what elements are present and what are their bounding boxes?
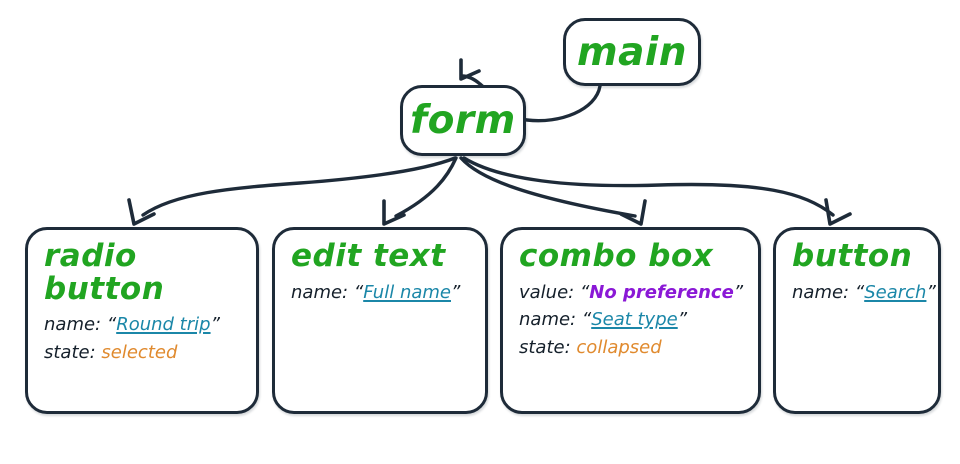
edge-form-to-radio-button — [141, 156, 457, 217]
prop-close-quote: ” — [210, 314, 220, 336]
prop-key: name: — [519, 309, 577, 331]
prop-key: state: — [44, 341, 96, 363]
node-button-title: button — [792, 238, 913, 274]
prop-value: Search — [864, 281, 927, 303]
arrowhead-form-to-button — [824, 198, 852, 226]
prop-key: name: — [291, 281, 349, 303]
node-radio-button-prop-name: name: “Round trip” — [44, 311, 242, 339]
node-edit-text-title: edit text — [291, 238, 446, 274]
prop-value: Full name — [363, 281, 451, 303]
node-combo-box-prop-state: state: collapsed — [519, 334, 744, 362]
node-radio-button-prop-state: state: selected — [44, 339, 242, 367]
prop-open-quote: “ — [106, 314, 117, 336]
prop-key: state: — [519, 337, 571, 359]
edge-form-to-combo-box — [459, 156, 637, 218]
prop-key: name: — [44, 314, 102, 336]
arrowhead-form-to-edit-text — [382, 199, 406, 226]
node-combo-box[interactable]: combo box value: “No preference” name: “… — [500, 227, 761, 414]
arrowhead-form-to-radio-button — [127, 198, 156, 226]
arrowhead-form-to-combo-box — [619, 199, 647, 226]
node-button[interactable]: button name: “Search” — [773, 227, 941, 414]
node-combo-box-prop-name: name: “Seat type” — [519, 306, 744, 334]
prop-open-quote: “ — [854, 281, 865, 303]
node-combo-box-prop-value: value: “No preference” — [519, 279, 744, 307]
prop-open-quote: “ — [353, 281, 364, 303]
node-main-label: main — [576, 29, 688, 75]
edge-form-to-button — [462, 156, 835, 217]
node-form-label: form — [410, 98, 516, 143]
prop-key: value: — [519, 281, 575, 303]
prop-open-quote: “ — [579, 281, 590, 303]
prop-open-quote: “ — [581, 309, 592, 331]
prop-value: collapsed — [576, 337, 662, 359]
edge-form-to-edit-text — [394, 156, 458, 218]
prop-close-quote: ” — [926, 281, 936, 303]
node-radio-button[interactable]: radio button name: “Round trip” state: s… — [25, 227, 259, 414]
node-main[interactable]: main — [563, 18, 701, 86]
prop-close-quote: ” — [451, 281, 461, 303]
prop-value: No preference — [589, 281, 734, 303]
node-button-prop-name: name: “Search” — [792, 279, 936, 307]
node-form[interactable]: form — [400, 85, 526, 156]
prop-value: selected — [101, 341, 178, 363]
node-edit-text[interactable]: edit text name: “Full name” — [272, 227, 488, 414]
prop-key: name: — [792, 281, 850, 303]
node-combo-box-title: combo box — [519, 238, 714, 274]
prop-value: Seat type — [591, 309, 678, 331]
prop-close-quote: ” — [677, 309, 688, 331]
prop-value: Round trip — [116, 314, 211, 336]
node-edit-text-prop-name: name: “Full name” — [291, 279, 471, 307]
arrowhead-main-to-form — [459, 58, 481, 81]
node-radio-button-title: radio button — [44, 238, 165, 307]
prop-close-quote: ” — [733, 281, 744, 303]
